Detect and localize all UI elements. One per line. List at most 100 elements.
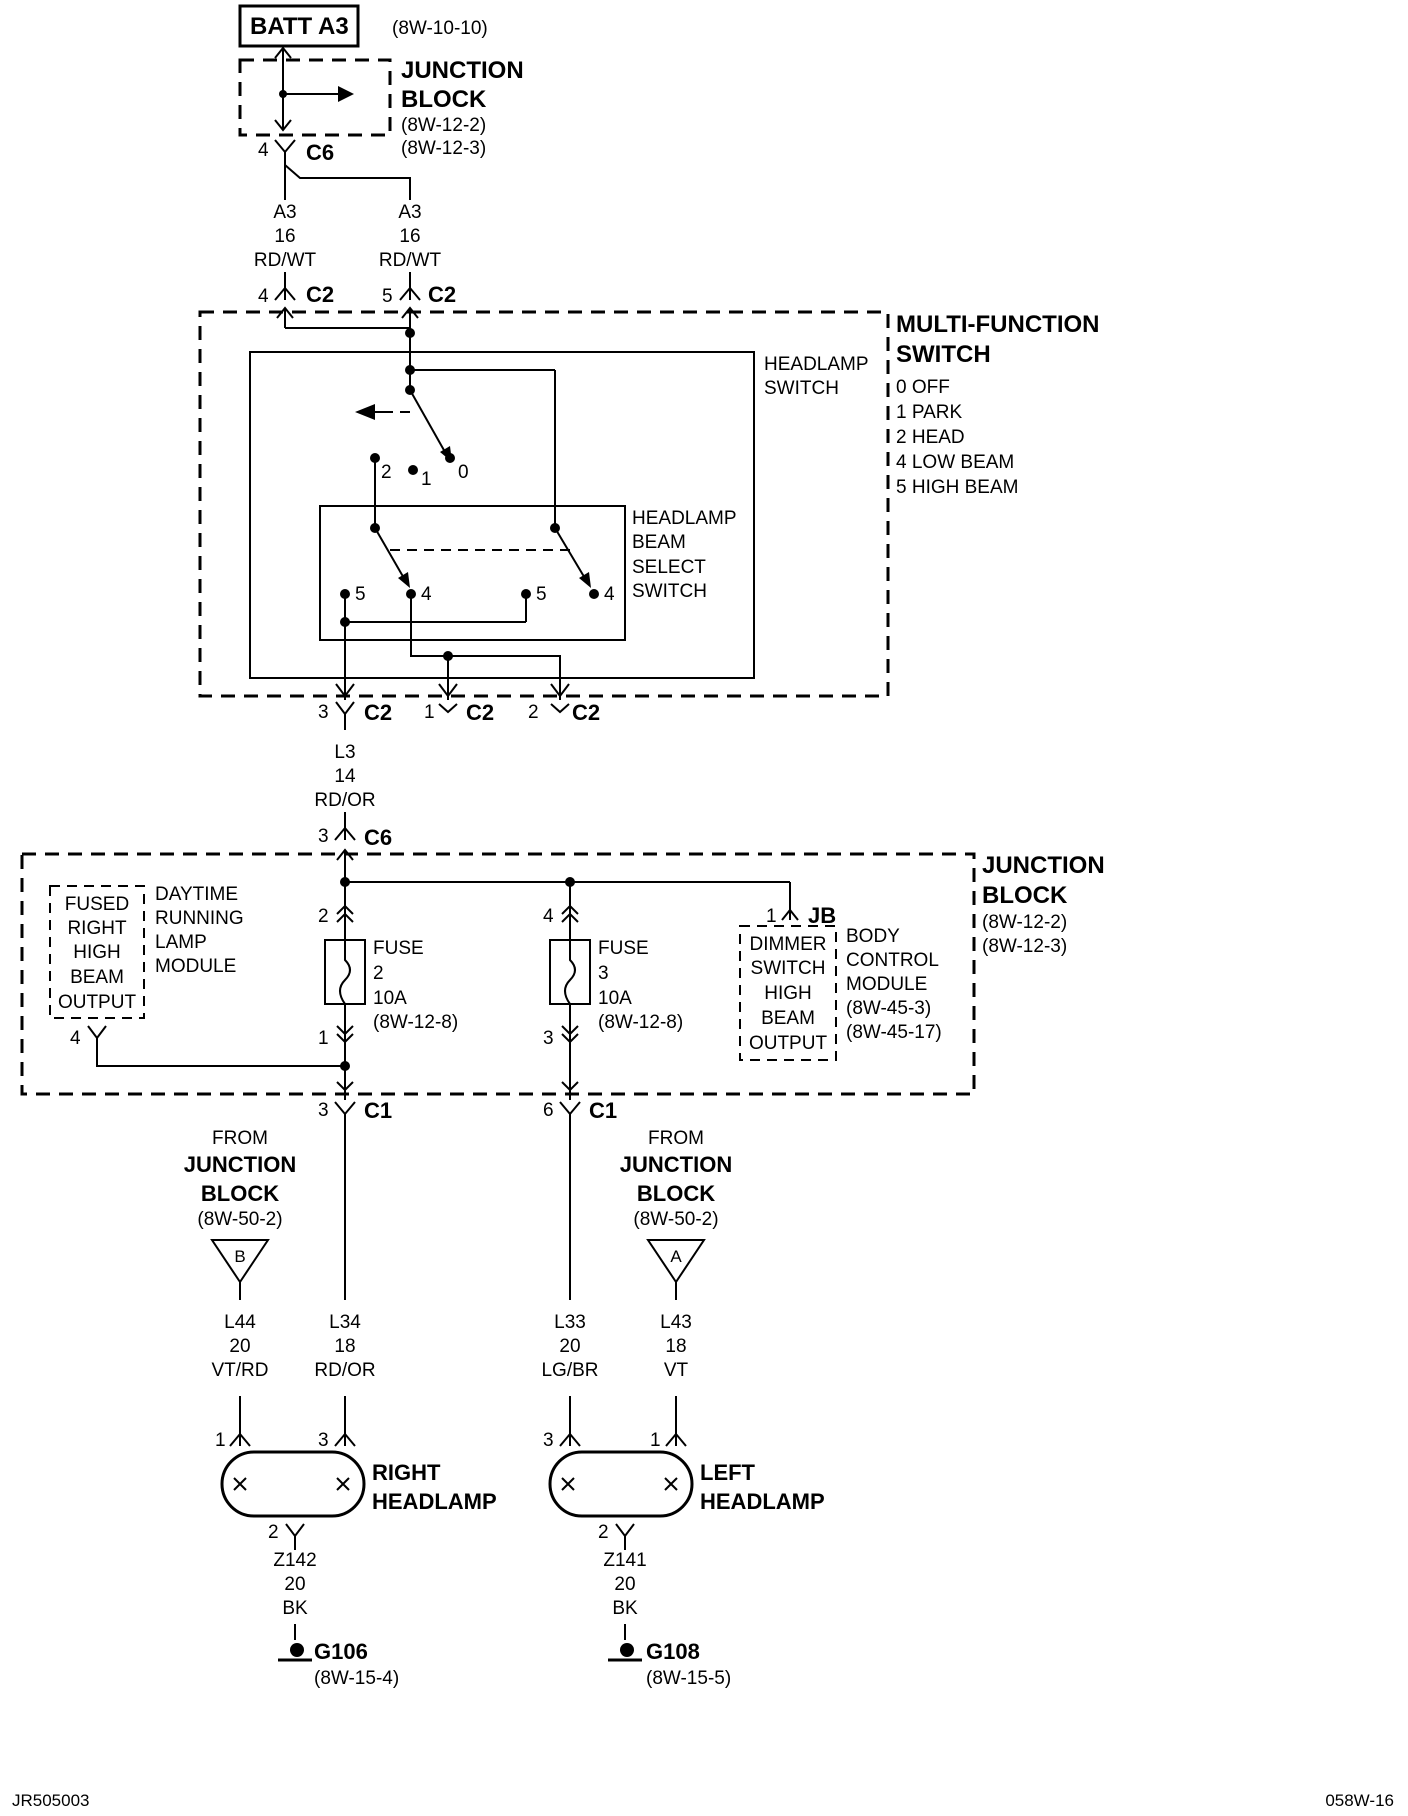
wire-a3-right-code: A3 [398, 202, 421, 223]
left-lamp-l1: LEFT [700, 1460, 756, 1485]
wire-a3-left-color: RD/WT [254, 250, 317, 271]
fuse3-label: FUSE [598, 938, 649, 959]
drl-l4: MODULE [155, 956, 236, 977]
mfs-line2: SWITCH [896, 341, 991, 368]
headlamp-switch-contacts [355, 328, 556, 528]
drl-pin: 4 [70, 1028, 81, 1049]
c2-top-connectors [274, 272, 421, 330]
from-b-l2: JUNCTION [184, 1152, 296, 1177]
c2-top-name-left: C2 [306, 282, 334, 307]
wire-a3-right-gauge: 16 [399, 226, 420, 247]
footer-right: 058W-16 [1325, 1791, 1394, 1810]
bcm-output-box [739, 925, 837, 1061]
hs-pos1-label: 1 [421, 469, 432, 490]
right-lamp-pin-a: 1 [215, 1430, 226, 1451]
fuse2-num: 2 [373, 963, 384, 984]
c2-bot-pin3: 3 [318, 702, 329, 723]
from-a-letter: A [670, 1247, 682, 1266]
right-lamp-pin-gnd: 2 [268, 1522, 279, 1543]
bcm-box1: DIMMER [749, 934, 826, 955]
jb-top-line2: BLOCK [401, 86, 487, 113]
wire-l3-color: RD/OR [314, 790, 375, 811]
wire-l34-gauge: 18 [334, 1336, 355, 1357]
c2-bot-pin2: 2 [528, 702, 539, 723]
jb-top-ref2: (8W-12-3) [401, 138, 486, 159]
footer-left: JR505003 [12, 1791, 90, 1810]
jb-mid-ref2: (8W-12-3) [982, 936, 1067, 957]
c6-mid-name: C6 [364, 825, 392, 850]
beam-switch-line4: SWITCH [632, 581, 707, 602]
g108-ref: (8W-15-5) [646, 1668, 731, 1689]
headlamp-switch-box [249, 351, 755, 679]
drl-box4: BEAM [70, 967, 124, 988]
ground-g106-symbol [278, 1624, 312, 1662]
wire-z142-code: Z142 [273, 1550, 316, 1571]
fuse-2 [324, 904, 366, 1044]
jb-top-ref1: (8W-12-2) [401, 115, 486, 136]
wire-l44-gauge: 20 [229, 1336, 250, 1357]
from-b-ref: (8W-50-2) [197, 1209, 282, 1230]
left-lamp-pin-gnd: 2 [598, 1522, 609, 1543]
multi-function-switch-box [198, 310, 890, 698]
drl-output-box [49, 885, 145, 1019]
mfs-pos-4: 4 LOW BEAM [896, 452, 1014, 473]
mfs-line1: MULTI-FUNCTION [896, 311, 1100, 338]
g108-name: G108 [646, 1639, 700, 1664]
drl-l1: DAYTIME [155, 884, 238, 905]
beam-select-switch-box [319, 505, 626, 641]
bcm-l3: MODULE [846, 974, 927, 995]
wire-a3-right-color: RD/WT [379, 250, 442, 271]
c6-mid-pin: 3 [318, 826, 329, 847]
right-lamp-l2: HEADLAMP [372, 1489, 497, 1514]
left-lamp-l2: HEADLAMP [700, 1489, 825, 1514]
wire-l33-color: LG/BR [541, 1360, 598, 1381]
right-headlamp-symbol [220, 1450, 366, 1550]
fuse2-amps: 10A [373, 988, 407, 1009]
from-a-ref: (8W-50-2) [633, 1209, 718, 1230]
wire-z141-color: BK [612, 1598, 638, 1619]
from-b-l3: BLOCK [201, 1181, 279, 1206]
bcm-box3: HIGH [764, 983, 812, 1004]
headlamp-switch-line2: SWITCH [764, 378, 839, 399]
c6-top-name: C6 [306, 140, 334, 165]
c1-right-name: C1 [589, 1098, 617, 1123]
fuse3-pin-in: 4 [543, 906, 554, 927]
wire-z142-gauge: 20 [284, 1574, 305, 1595]
drl-box3: HIGH [73, 942, 121, 963]
wire-l44-color: VT/RD [212, 1360, 269, 1381]
beam-p4a: 4 [421, 584, 432, 605]
c1-connectors [334, 1081, 581, 1300]
mfs-pos-5: 5 HIGH BEAM [896, 477, 1018, 498]
fuse2-pin-in: 2 [318, 906, 329, 927]
wire-a3-left-code: A3 [273, 202, 296, 223]
bcm-l2: CONTROL [846, 950, 939, 971]
bcm-pin: 1 [766, 906, 777, 927]
g106-ref: (8W-15-4) [314, 1668, 399, 1689]
jb-mid-bus [340, 877, 799, 1100]
left-headlamp-symbol [548, 1450, 694, 1550]
fuse-3 [549, 904, 591, 1044]
drl-l3: LAMP [155, 932, 207, 953]
bcm-l1: BODY [846, 926, 900, 947]
wire-l34-color: RD/OR [314, 1360, 375, 1381]
wire-l3-code: L3 [334, 742, 355, 763]
from-b-letter: B [234, 1247, 245, 1266]
jb-mid-ref1: (8W-12-2) [982, 912, 1067, 933]
c2-top-pin-left: 4 [258, 286, 269, 307]
wire-l33-gauge: 20 [559, 1336, 580, 1357]
hs-pos0-label: 0 [458, 462, 469, 483]
fuse3-num: 3 [598, 963, 609, 984]
from-a-l3: BLOCK [637, 1181, 715, 1206]
bcm-box2: SWITCH [751, 958, 826, 979]
c6-top-pin: 4 [258, 140, 269, 161]
drl-box5: OUTPUT [58, 992, 137, 1013]
from-b-triangle [210, 1239, 270, 1300]
hs-pos2-label: 2 [381, 462, 392, 483]
beam-switch-line1: HEADLAMP [632, 508, 737, 529]
junction-block-top [238, 46, 392, 137]
wire-l43-code: L43 [660, 1312, 692, 1333]
wire-l3-gauge: 14 [334, 766, 356, 787]
c2-top-name-right: C2 [428, 282, 456, 307]
wire-l43-color: VT [664, 1360, 689, 1381]
